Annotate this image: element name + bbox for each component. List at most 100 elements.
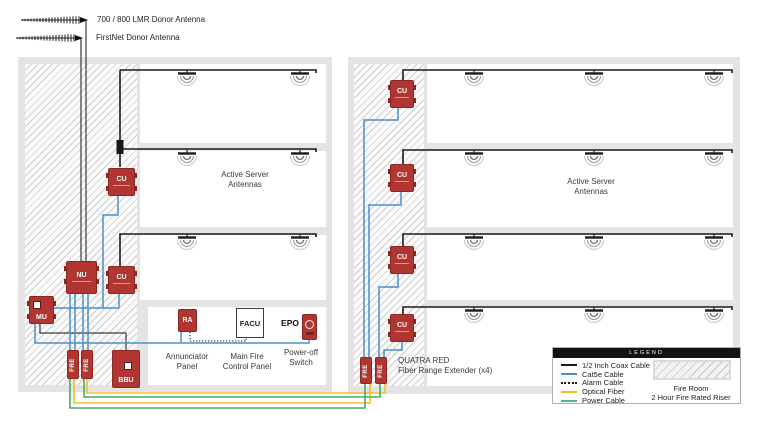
cat5e-cu-r4-trunk [383,342,403,357]
unit-model-line [394,97,410,100]
coax-right-ceiling-f3 [402,233,733,247]
unit-cu-left-floor2: CU [106,168,137,196]
ceiling-antenna-icon [703,70,725,87]
ceiling-antenna-icon [289,150,311,167]
donor-antenna-label-lmr: 700 / 800 LMR Donor Antenna [97,15,206,24]
alarm-ra-to-facu [189,332,247,342]
panel-facu: FACU [236,308,264,338]
ceiling-antenna-icon [289,234,311,251]
unit-fre-left-2: FRE [81,350,93,379]
legend-entry-label: 1/2 Inch Coax Cable [582,360,650,370]
ceiling-antenna-icon [703,234,725,251]
right-floor-1 [427,64,733,143]
ceiling-antenna-icon [176,150,198,167]
coax-right-ceiling-f1 [402,69,733,81]
ceiling-antenna-icon [176,234,198,251]
unit-model-line [113,185,130,188]
coax-right-ceiling-f2 [402,149,733,165]
unit-fre-right-2: FRE [375,357,387,384]
right-floor-2 [427,151,733,227]
donor-antenna-label-firstnet: FirstNet Donor Antenna [96,33,180,42]
unit-model-line [394,263,410,266]
coax-left-ceiling-f1 [120,69,317,73]
annunciator-panel-label: Annunciator Panel [165,352,209,371]
alarm-cable [189,332,247,342]
unit-cu-right-floor3: CU [388,246,416,274]
ceiling-antenna-icon [176,70,198,87]
legend-line-swatch [561,391,577,394]
cat5e-cu-r3-trunk [378,274,399,357]
unit-model-line [71,280,92,284]
cat5e-cu-l1-down [102,196,119,308]
ceiling-antenna-icon [583,150,605,167]
left-floor-1 [140,64,326,143]
legend-entry-label: Optical Fiber [582,387,625,397]
power-run-2 [83,379,381,398]
coax-cables [39,20,733,350]
donor-antenna-icon-firstnet [16,34,83,42]
unit-mu: MU [27,296,56,324]
cat5e-cu-r2-trunk [368,192,402,357]
cat5e-control-run-to-epo [34,324,310,344]
unit-bbu: BBU [112,350,140,388]
unit-model-line [394,331,410,334]
fiber-run-2 [86,379,386,394]
donor-antenna-icon-lmr [21,16,88,24]
bbu-indicator-chip [124,362,132,370]
unit-cu-right-floor4: CU [388,314,416,342]
quatra-red-fre-label: QUATRA RED Fiber Range Extender (x4) [398,356,493,375]
ceiling-antenna-icon [703,150,725,167]
legend-entry: Alarm Cable [561,379,650,388]
ceiling-antenna-icon [583,234,605,251]
ceiling-antenna-icon [583,307,605,324]
active-server-antennas-label-left: Active Server Antennas [221,170,269,189]
active-server-antennas-label-right: Active Server Antennas [567,177,615,196]
power-cables [69,379,381,409]
coax-left-ceiling-f3 [119,233,317,266]
unit-cu-left-floor3: CU [106,266,137,294]
legend-fire-room-label: Fire Room 2 Hour Fire Rated Riser [651,384,731,403]
unit-model-line [394,181,410,184]
coax-junction-box [116,140,124,154]
epo-switch [302,314,317,340]
unit-cu-right-floor1: CU [388,80,416,108]
unit-fre-right-1: FRE [360,357,372,384]
left-floor-3 [140,235,326,300]
power-run-1 [69,379,366,409]
legend-line-swatch [561,382,577,385]
legend-title: LEGEND [553,348,740,358]
legend-entry: Power Cable [561,397,650,406]
ceiling-antennas-layer [176,70,725,324]
legend-entry-label: Power Cable [582,396,625,406]
legend-entry: Cat5e Cable [561,370,650,379]
ceiling-antenna-icon [463,150,485,167]
unit-cu-right-floor2: CU [388,164,416,192]
legend-line-swatch [561,364,577,367]
ceiling-antenna-icon [289,70,311,87]
legend-entry: 1/2 Inch Coax Cable [561,361,650,370]
coax-right-ceiling-f4 [402,306,733,315]
power-off-switch-label: Power-off Switch [283,348,319,367]
main-fire-control-panel-label: Main Fire Control Panel [222,352,272,371]
ceiling-antenna-icon [463,234,485,251]
ceiling-antenna-icon [583,70,605,87]
legend-fire-riser-hatch-swatch [653,360,731,380]
epo-label: EPO [281,318,299,328]
legend-entry-label: Alarm Cable [582,378,624,388]
mu-display-chip [33,301,41,309]
ceiling-antenna-icon [463,307,485,324]
coax-left-ceiling-f2 [121,148,317,152]
cat5e-cu-r1-trunk [363,108,399,357]
ceiling-antenna-icon [703,307,725,324]
legend-line-swatch [561,400,577,402]
legend-entry: Optical Fiber [561,388,650,397]
fiber-cables [73,379,386,404]
unit-nu: NU [64,261,99,294]
unit-fre-left-1: FRE [67,350,79,379]
legend-line-swatch [561,373,577,376]
legend-entry-label: Cat5e Cable [582,369,624,379]
